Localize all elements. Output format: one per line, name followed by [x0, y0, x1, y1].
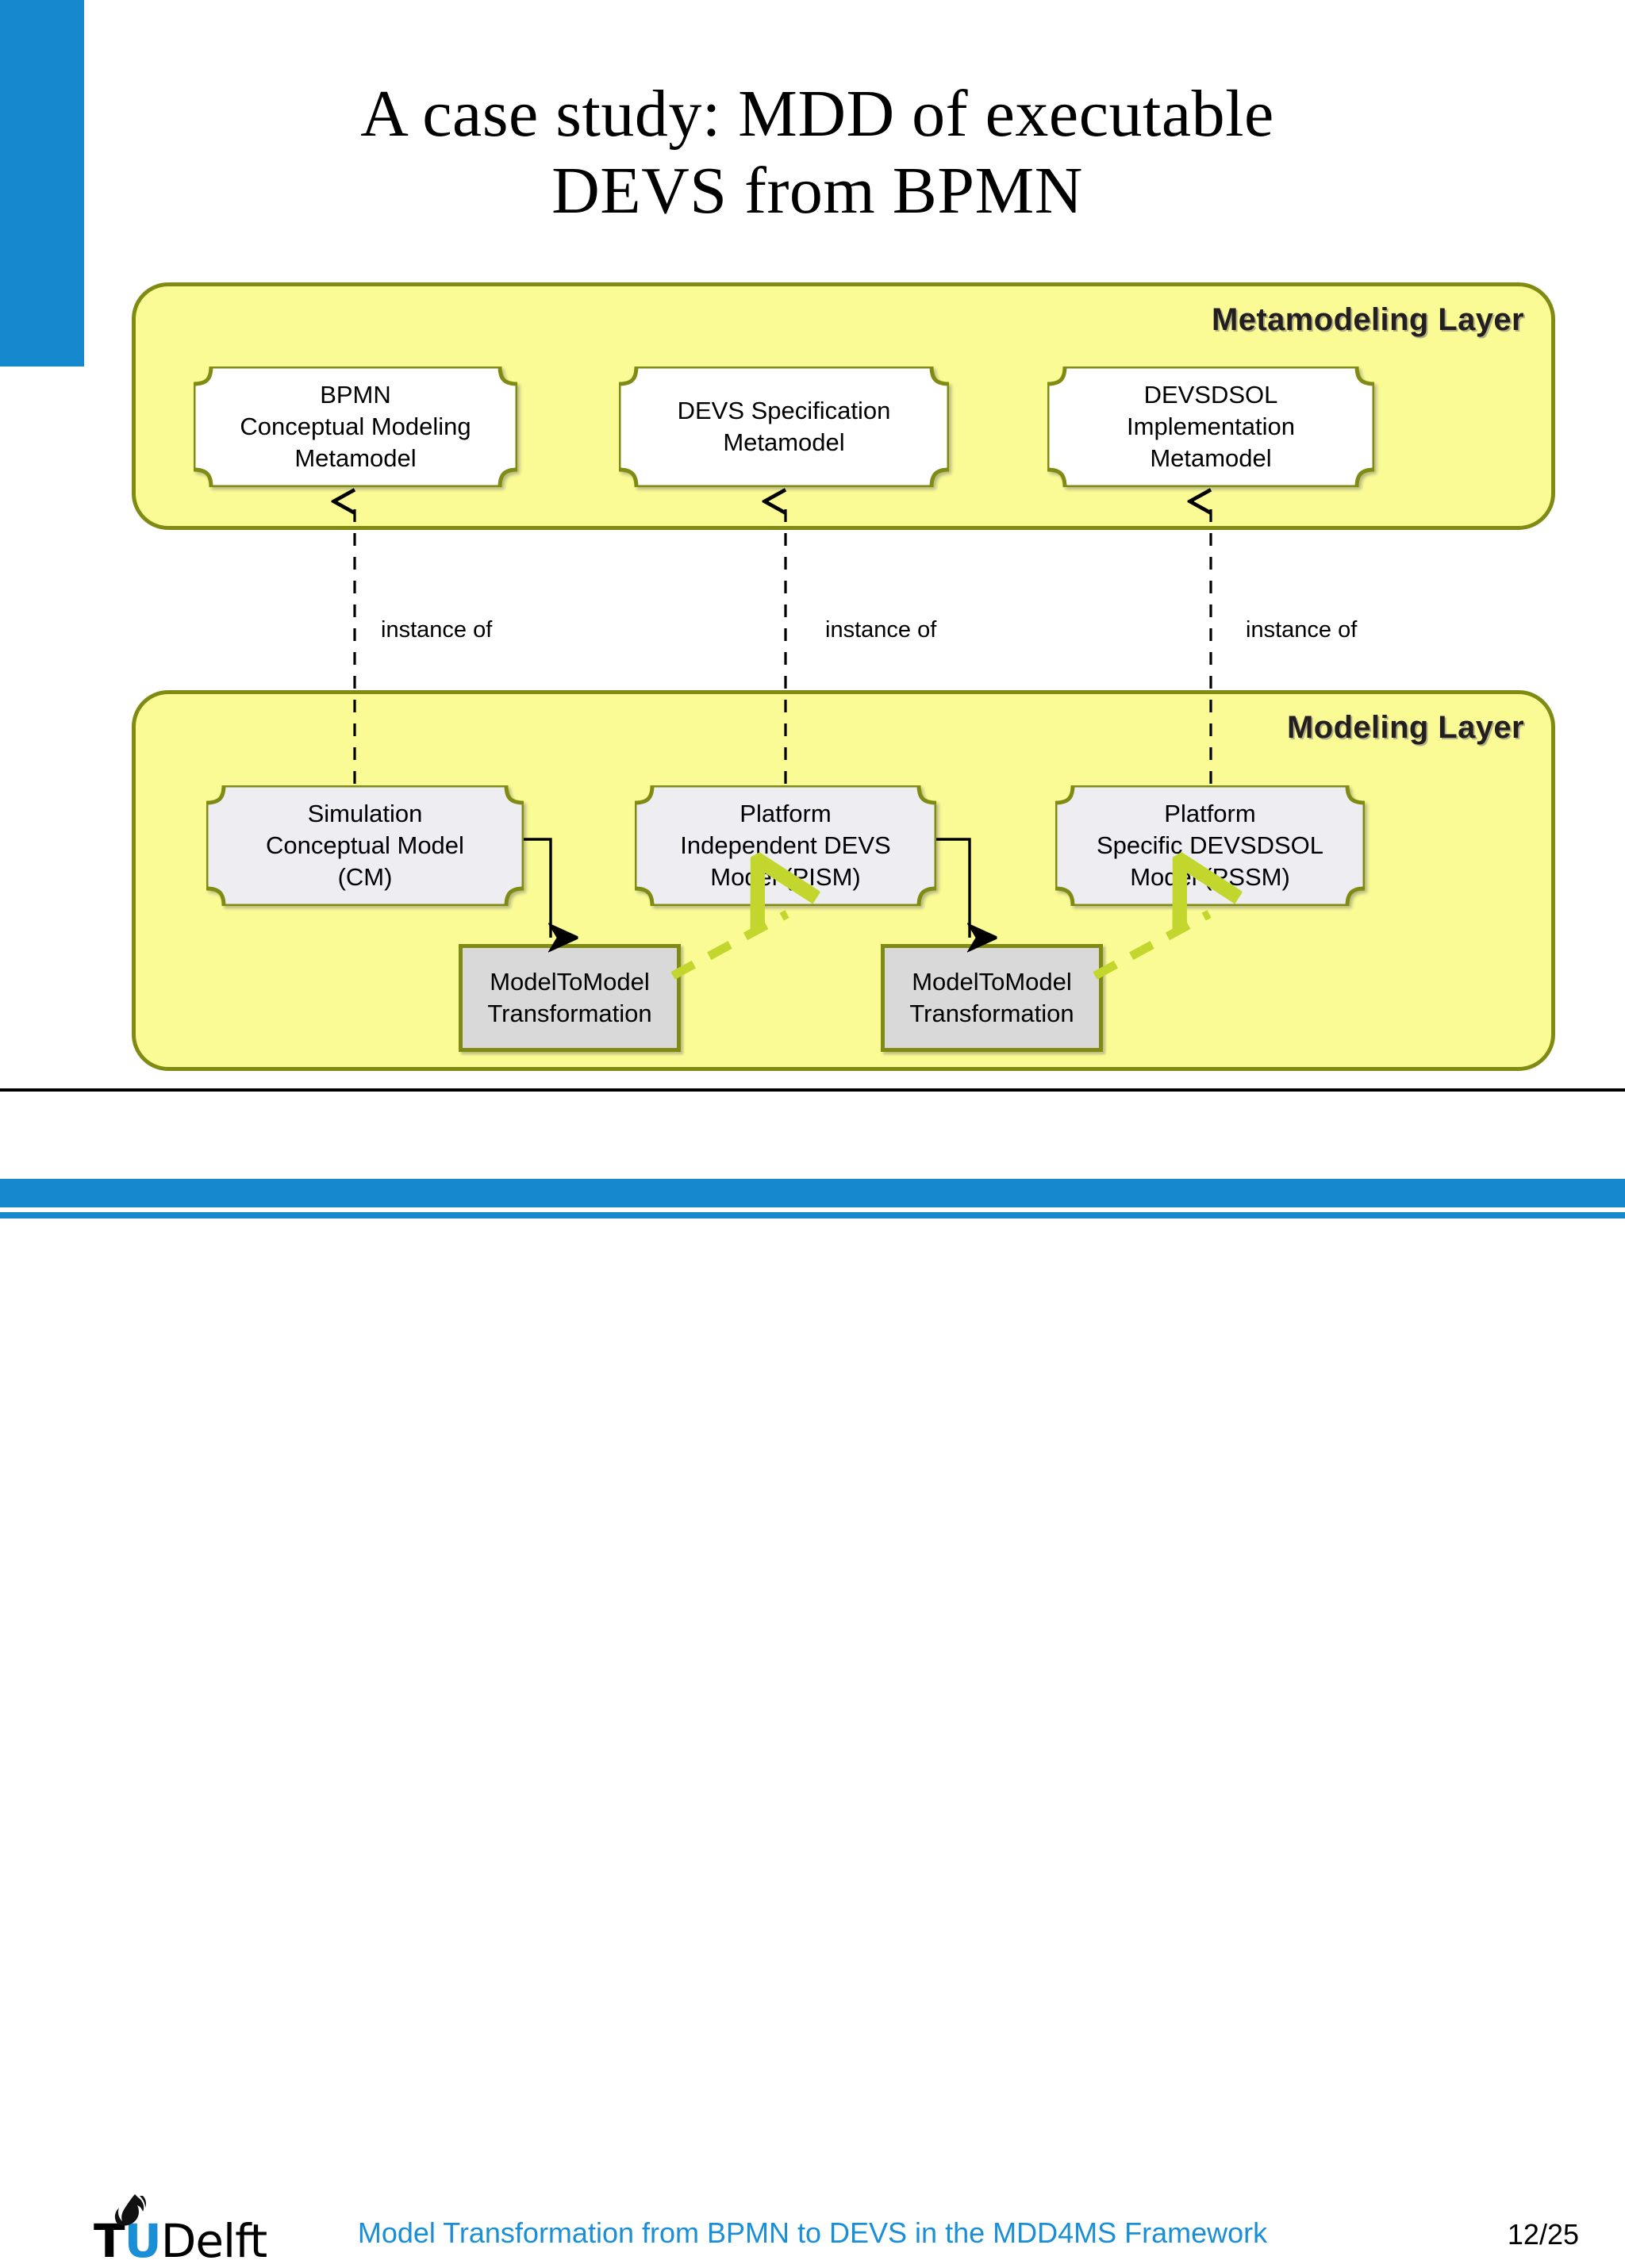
page-title: A case study: MDD of executable DEVS fro…: [360, 77, 1274, 228]
node-devs-specification-metamodel[interactable]: DEVS Specification Metamodel: [619, 366, 949, 487]
node-label: Platform Independent DEVS Model (PISM): [680, 800, 891, 891]
node-model-to-model-transformation-2[interactable]: ModelToModel Transformation: [881, 944, 1103, 1052]
accent-bar-top-left: [0, 0, 84, 366]
node-label: ModelToModel Transformation: [487, 967, 652, 1027]
metamodeling-layer-label: Metamodeling Layer: [1212, 302, 1524, 337]
node-label: Platform Specific DEVSDSOL Model (PSSM): [1097, 800, 1323, 891]
footer-divider: [0, 1088, 1625, 1092]
node-label: DEVSDSOL Implementation Metamodel: [1127, 381, 1295, 472]
node-label: Simulation Conceptual Model (CM): [266, 800, 464, 891]
footer-title: Model Transformation from BPMN to DEVS i…: [357, 2216, 1268, 2249]
node-devsdsol-implementation-metamodel[interactable]: DEVSDSOL Implementation Metamodel: [1047, 366, 1374, 487]
node-label: BPMN Conceptual Modeling Metamodel: [240, 381, 471, 472]
node-platform-independent-devs-model[interactable]: Platform Independent DEVS Model (PISM): [635, 785, 936, 906]
node-simulation-conceptual-model[interactable]: Simulation Conceptual Model (CM): [206, 785, 524, 906]
node-platform-specific-devsdsol-model[interactable]: Platform Specific DEVSDSOL Model (PSSM): [1055, 785, 1365, 906]
node-bpmn-conceptual-modeling-metamodel[interactable]: BPMN Conceptual Modeling Metamodel: [194, 366, 517, 487]
page-number: 12/25: [1507, 2218, 1579, 2251]
node-label: ModelToModel Transformation: [909, 967, 1074, 1027]
footer: TUDelft Model Transformation from BPMN t…: [0, 1092, 1625, 2264]
instance-of-label-1: instance of: [381, 617, 493, 643]
instance-of-label-3: instance of: [1246, 617, 1358, 643]
footer-accent-bar-bottom: [0, 1212, 1625, 1218]
node-label: DEVS Specification Metamodel: [677, 397, 891, 456]
modeling-layer-label: Modeling Layer: [1287, 710, 1524, 745]
instance-of-label-2: instance of: [825, 617, 937, 643]
node-model-to-model-transformation-1[interactable]: ModelToModel Transformation: [459, 944, 681, 1052]
footer-accent-bar: [0, 1179, 1625, 1207]
